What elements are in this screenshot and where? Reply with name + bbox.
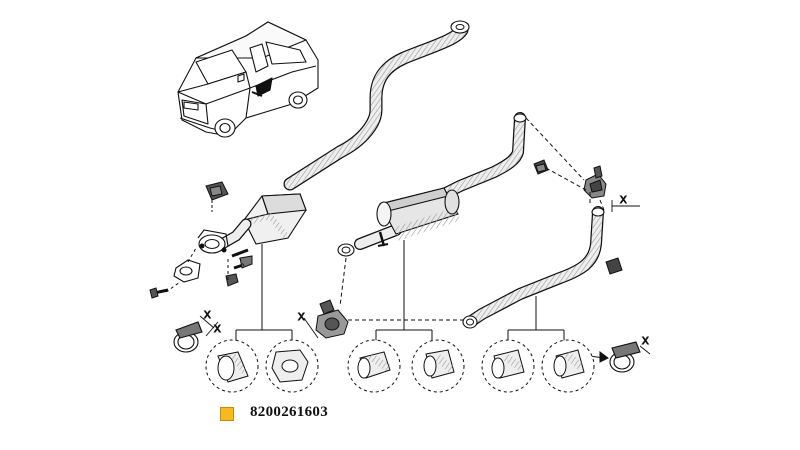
rubber-mount (605, 257, 623, 275)
clamp-ring (609, 341, 641, 373)
dimension-label: X (298, 312, 305, 323)
leader-lines-left (165, 247, 245, 293)
detail-view (481, 339, 535, 393)
detail-view (265, 339, 319, 393)
rear-tail-pipe (462, 206, 605, 329)
detail-view (205, 339, 259, 393)
clamp-ring (173, 321, 203, 353)
tailpipe-clamp (583, 165, 607, 199)
detail-view (541, 339, 595, 393)
pipe-clamp (315, 299, 349, 339)
van-illustration (177, 21, 319, 138)
rubber-mount (205, 181, 229, 212)
dimension-markers: X X X X X (199, 195, 651, 355)
detail-bracket-lines (235, 240, 565, 346)
catalytic-converter (197, 193, 307, 254)
center-pipe (337, 112, 527, 257)
callout-badge (220, 407, 234, 421)
assembly-dashed-lines (339, 117, 605, 321)
pipe-hanger-stud (377, 231, 389, 247)
dimension-label: X (642, 336, 649, 347)
dimension-label: X (620, 195, 627, 206)
center-muffler (376, 187, 461, 241)
stud (231, 248, 249, 258)
rubber-mount (533, 159, 549, 175)
bolt (149, 287, 169, 299)
nut (225, 255, 253, 287)
front-exhaust-pipe (283, 20, 470, 191)
manifold-gasket (173, 259, 201, 283)
part-number: 8200261603 (250, 404, 328, 420)
dimension-label: X (214, 324, 221, 335)
dimension-label: X (204, 310, 211, 321)
detail-view (411, 339, 465, 393)
detail-view (347, 339, 401, 393)
